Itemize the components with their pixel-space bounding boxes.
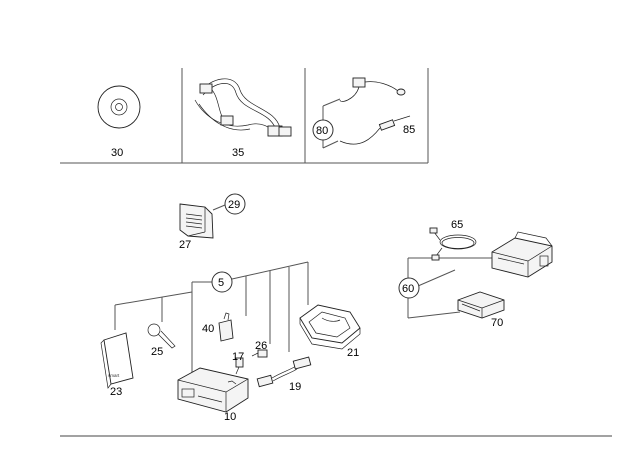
adapter-cable-part <box>256 356 312 388</box>
wiring-harness-part <box>194 78 292 137</box>
booklet-text: smart <box>108 373 120 378</box>
label-65: 65 <box>451 219 463 231</box>
label-23: 23 <box>110 386 122 398</box>
foam-pad-part <box>457 291 505 319</box>
connector-26-part <box>251 349 268 358</box>
label-17: 17 <box>232 351 244 363</box>
label-26: 26 <box>255 340 267 352</box>
callout-80 <box>312 119 334 141</box>
label-80: 80 <box>316 125 328 137</box>
mounting-frame-part <box>491 231 553 278</box>
label-5: 5 <box>218 277 224 289</box>
label-25: 25 <box>151 346 163 358</box>
assembly-5-leaders <box>114 261 309 378</box>
label-60: 60 <box>402 283 414 295</box>
top-panel-frame <box>60 68 429 164</box>
remote-module-part <box>179 203 226 239</box>
label-10: 10 <box>224 411 236 423</box>
manual-booklet-part: smart <box>100 332 134 389</box>
label-40: 40 <box>202 323 214 335</box>
label-30: 30 <box>111 147 123 159</box>
cd-disc-part <box>97 85 141 129</box>
label-35: 35 <box>232 147 244 159</box>
label-70: 70 <box>491 317 503 329</box>
release-key-part <box>147 323 176 349</box>
mounting-tray-part <box>299 304 361 350</box>
assembly-60-leaders <box>407 257 492 319</box>
antenna-cable-part <box>322 77 411 149</box>
callout-29 <box>224 193 246 215</box>
label-85: 85 <box>403 124 415 136</box>
cable-coil-part <box>429 227 477 261</box>
callout-60 <box>398 277 420 299</box>
label-19: 19 <box>289 381 301 393</box>
label-29: 29 <box>228 199 240 211</box>
callout-5 <box>211 271 233 293</box>
bracket-40-part <box>218 312 234 342</box>
plug-17-part <box>235 357 244 375</box>
label-27: 27 <box>179 239 191 251</box>
radio-head-unit-part <box>177 367 249 413</box>
label-21: 21 <box>347 347 359 359</box>
